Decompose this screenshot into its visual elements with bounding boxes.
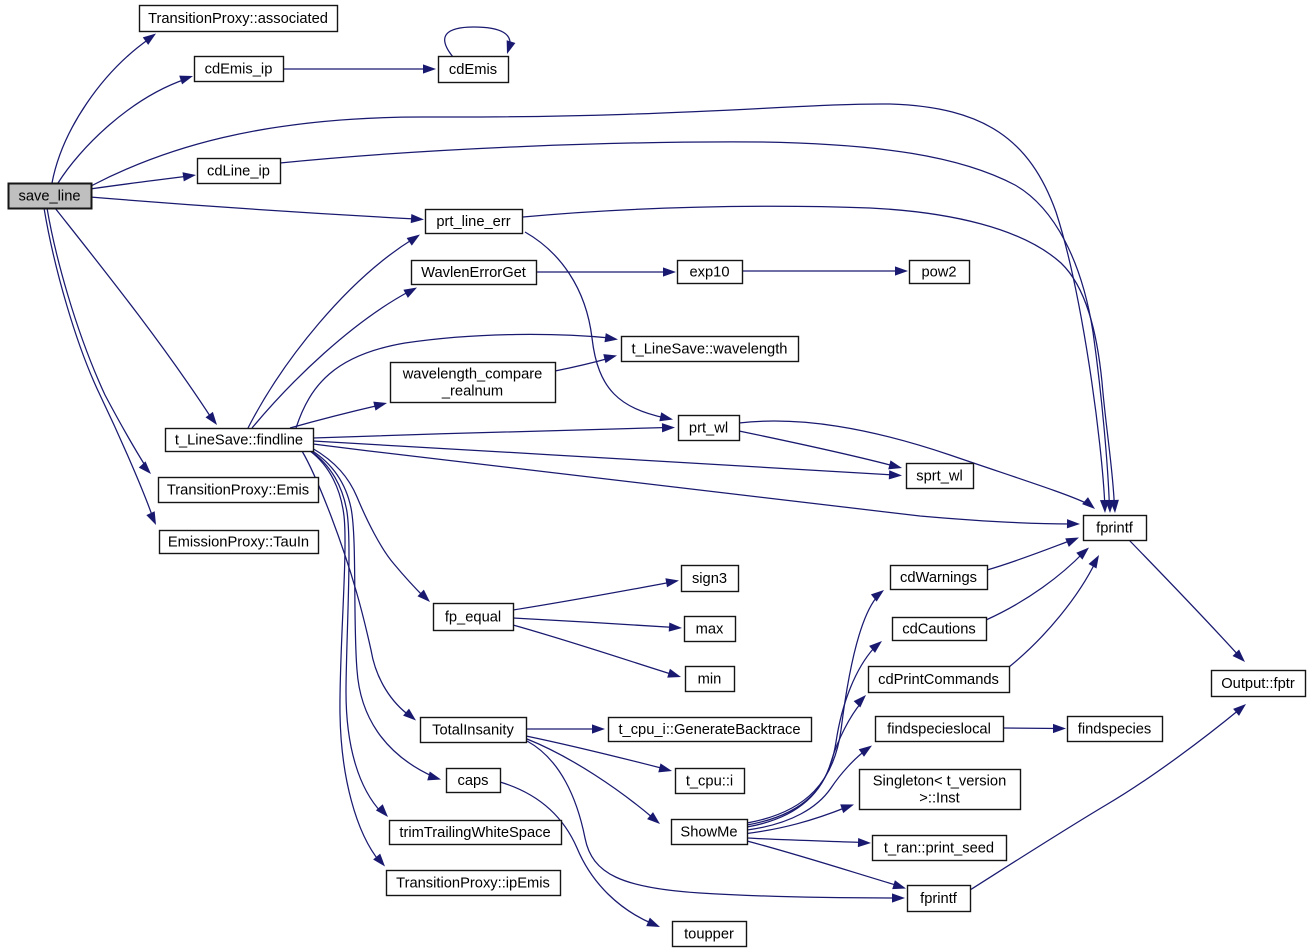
svg-text:wavelength_compare: wavelength_compare bbox=[402, 367, 543, 383]
svg-text:prt_line_err: prt_line_err bbox=[436, 214, 510, 230]
svg-text:cdEmis: cdEmis bbox=[449, 62, 497, 78]
svg-text:prt_wl: prt_wl bbox=[689, 421, 728, 437]
svg-text:EmissionProxy::TauIn: EmissionProxy::TauIn bbox=[168, 535, 309, 551]
svg-text:exp10: exp10 bbox=[689, 265, 729, 281]
svg-text:ShowMe: ShowMe bbox=[680, 825, 737, 841]
svg-text:sign3: sign3 bbox=[692, 571, 727, 587]
svg-text:Singleton< t_version: Singleton< t_version bbox=[873, 774, 1007, 790]
svg-text:cdEmis_ip: cdEmis_ip bbox=[205, 62, 273, 78]
svg-text:cdLine_ip: cdLine_ip bbox=[207, 164, 270, 180]
svg-text:Output::fptr: Output::fptr bbox=[1221, 676, 1295, 692]
svg-text:>::Inst: >::Inst bbox=[919, 791, 959, 807]
svg-text:sprt_wl: sprt_wl bbox=[916, 469, 963, 485]
svg-text:fprintf: fprintf bbox=[920, 891, 958, 907]
svg-text:min: min bbox=[698, 672, 722, 688]
svg-text:t_cpu_i::GenerateBacktrace: t_cpu_i::GenerateBacktrace bbox=[618, 722, 800, 738]
svg-text:t_LineSave::wavelength: t_LineSave::wavelength bbox=[632, 342, 788, 358]
svg-text:t_cpu::i: t_cpu::i bbox=[686, 774, 733, 790]
svg-text:findspecies: findspecies bbox=[1078, 722, 1151, 738]
svg-text:max: max bbox=[696, 622, 724, 638]
svg-text:TotalInsanity: TotalInsanity bbox=[432, 723, 514, 739]
svg-text:WavlenErrorGet: WavlenErrorGet bbox=[421, 265, 526, 281]
svg-text:TransitionProxy::ipEmis: TransitionProxy::ipEmis bbox=[396, 876, 550, 892]
svg-text:caps: caps bbox=[457, 773, 488, 789]
svg-text:TransitionProxy::Emis: TransitionProxy::Emis bbox=[167, 483, 309, 499]
svg-text:TransitionProxy::associated: TransitionProxy::associated bbox=[148, 11, 328, 27]
svg-text:t_ran::print_seed: t_ran::print_seed bbox=[884, 841, 994, 857]
svg-text:cdPrintCommands: cdPrintCommands bbox=[878, 672, 999, 688]
svg-text:pow2: pow2 bbox=[921, 265, 956, 281]
svg-text:fprintf: fprintf bbox=[1096, 521, 1134, 537]
svg-text:trimTrailingWhiteSpace: trimTrailingWhiteSpace bbox=[399, 825, 550, 841]
svg-text:findspecieslocal: findspecieslocal bbox=[887, 722, 991, 738]
svg-text:cdCautions: cdCautions bbox=[902, 622, 975, 638]
svg-text:t_LineSave::findline: t_LineSave::findline bbox=[175, 433, 303, 449]
svg-text:toupper: toupper bbox=[684, 927, 734, 943]
svg-text:save_line: save_line bbox=[18, 189, 80, 205]
svg-text:fp_equal: fp_equal bbox=[445, 610, 501, 626]
svg-text:cdWarnings: cdWarnings bbox=[900, 570, 977, 586]
svg-text:_realnum: _realnum bbox=[441, 384, 503, 400]
